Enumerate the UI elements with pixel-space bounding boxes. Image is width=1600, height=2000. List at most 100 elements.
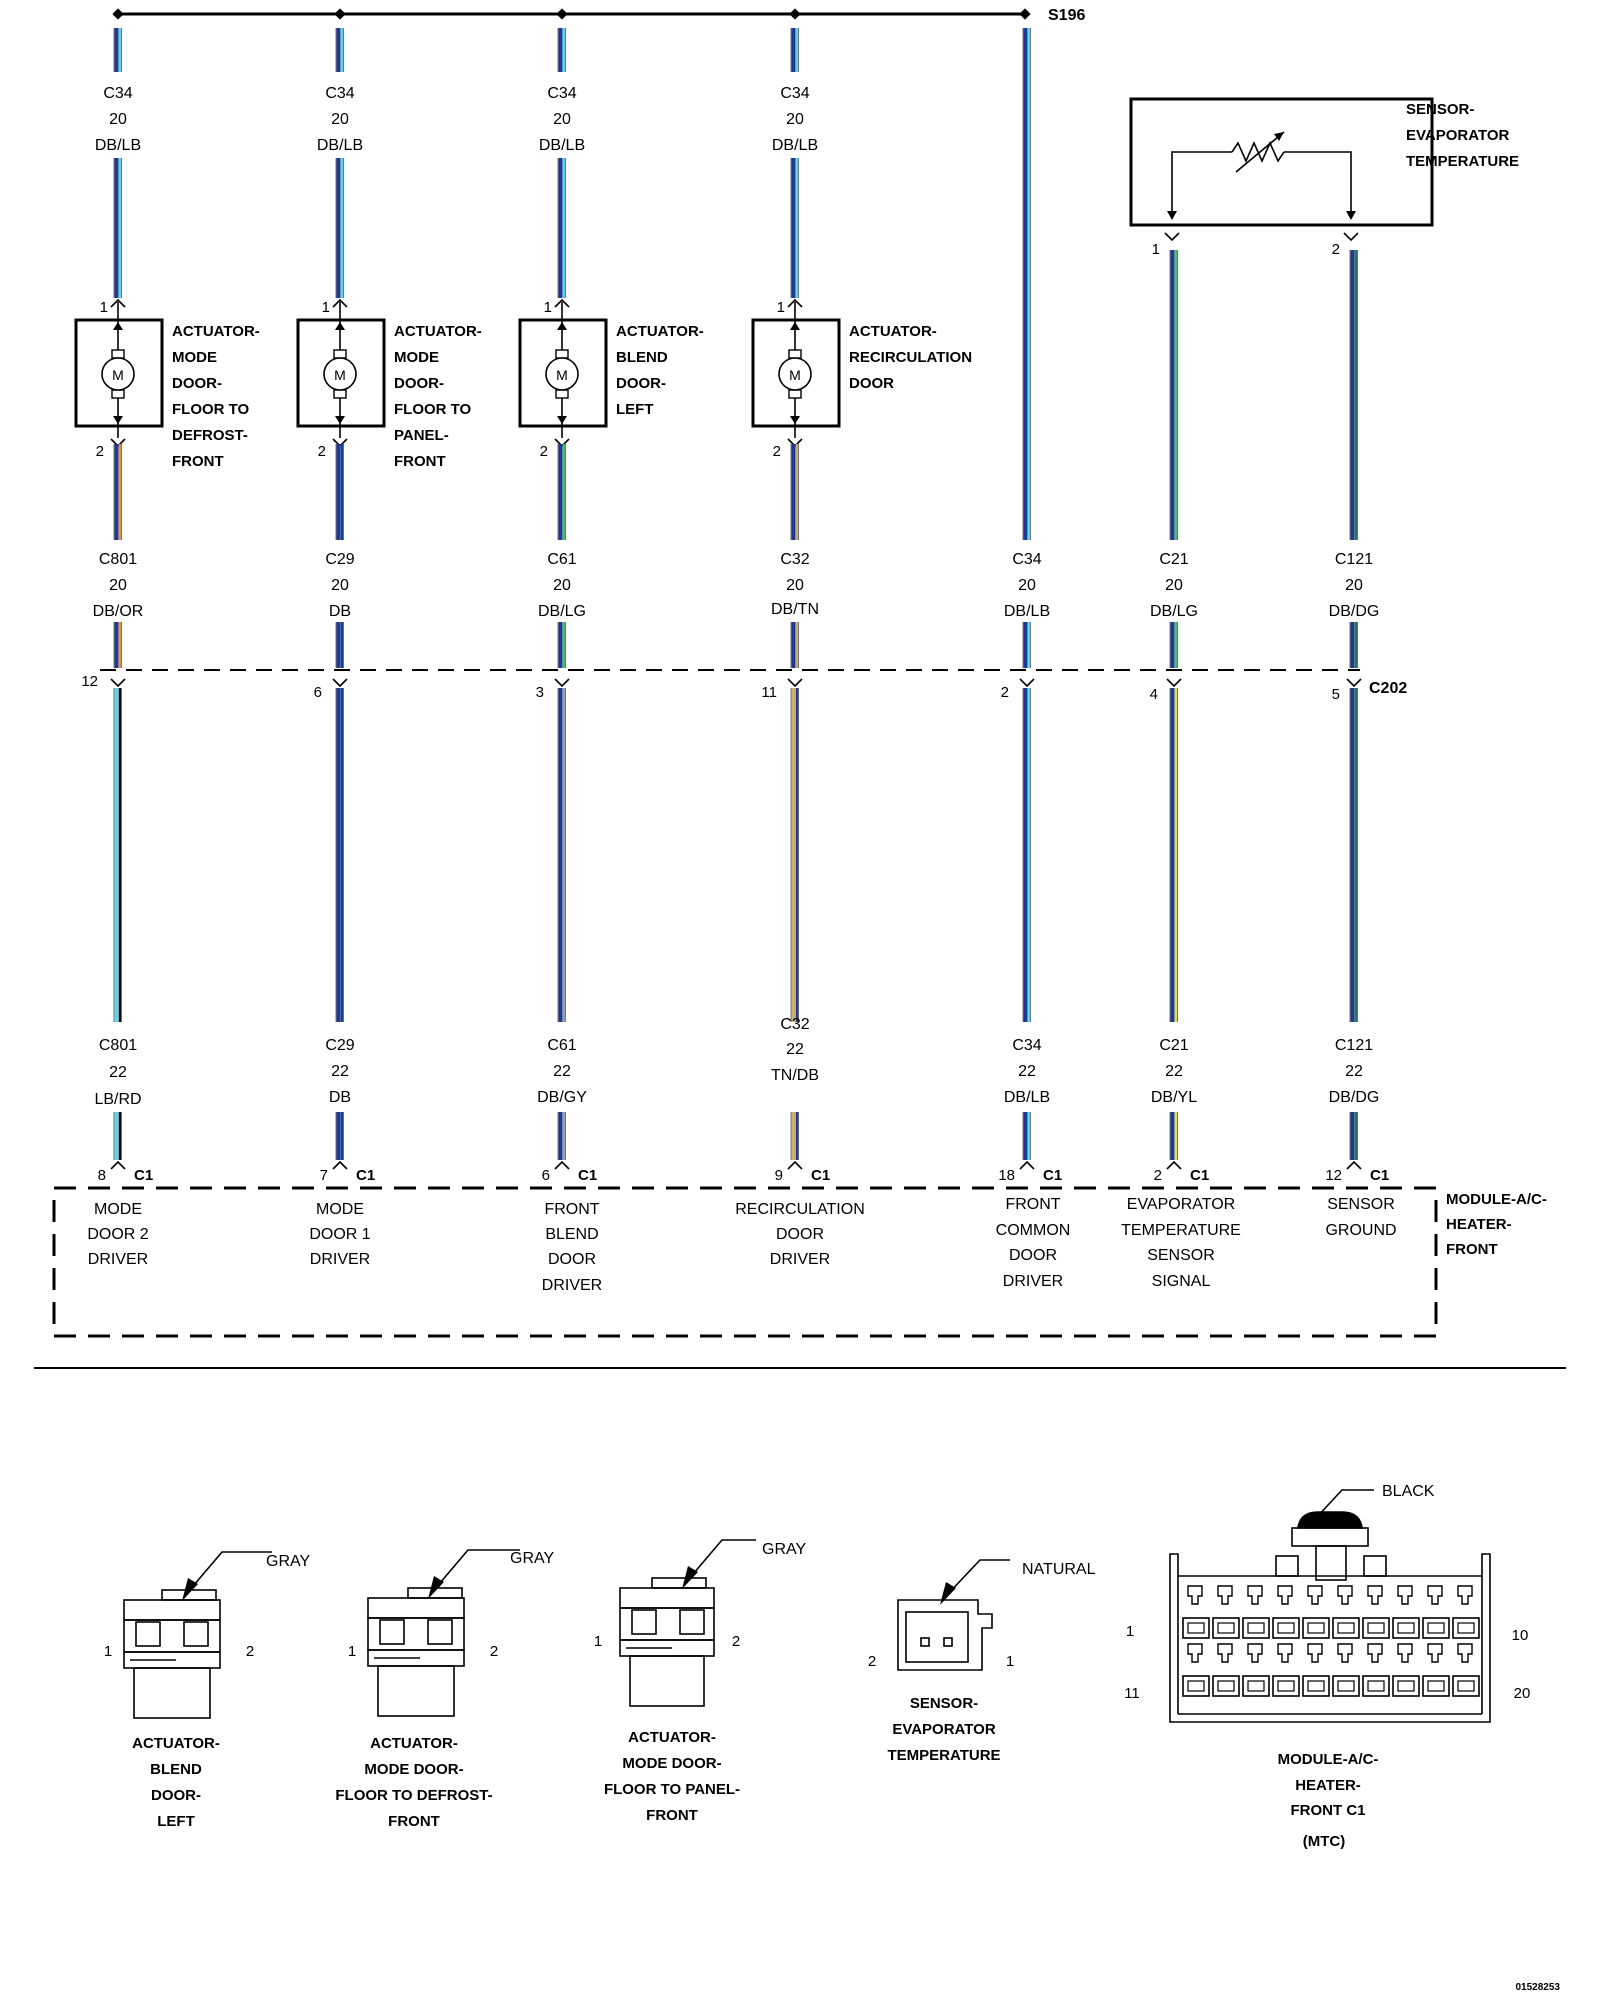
cavity (1272, 1617, 1300, 1639)
svg-text:22: 22 (1018, 1063, 1036, 1080)
svg-text:DOOR-: DOOR- (616, 375, 666, 392)
wire-sensor (1169, 250, 1178, 540)
module-function-label: EVAPORATOR TEMPERATURE SENSOR SIGNAL (1121, 1196, 1241, 1290)
wire-low (1022, 1112, 1031, 1160)
terminal-icon (554, 678, 570, 688)
svg-text:C61: C61 (547, 1037, 576, 1054)
svg-text:C121: C121 (1335, 551, 1373, 568)
svg-text:MODULE-A/C-: MODULE-A/C- (1278, 1751, 1379, 1768)
connector-name: ACTUATOR- BLEND DOOR- LEFT (132, 1735, 220, 1830)
svg-text:20: 20 (1165, 577, 1183, 594)
wire-mid (557, 444, 566, 540)
svg-text:TEMPERATURE: TEMPERATURE (1121, 1222, 1241, 1239)
wire-mid (1169, 622, 1178, 668)
wire-low (557, 688, 566, 1022)
c1-label: C1 (1190, 1167, 1209, 1184)
svg-text:EVAPORATOR: EVAPORATOR (1127, 1196, 1235, 1213)
connector-color-label: NATURAL (1022, 1561, 1096, 1578)
cavity (1302, 1617, 1330, 1639)
module-function-label: FRONT BLEND DOOR DRIVER (542, 1201, 602, 1294)
motor-symbol: M (556, 367, 568, 383)
svg-text:C21: C21 (1159, 1037, 1188, 1054)
svg-text:DB/LG: DB/LG (1150, 603, 1198, 620)
wire-mid (557, 622, 566, 668)
terminal-icon (332, 1160, 348, 1170)
svg-text:2: 2 (490, 1643, 498, 1660)
svg-text:ACTUATOR-: ACTUATOR- (172, 323, 260, 340)
cavity (1212, 1617, 1240, 1639)
mid-wire-label: C29 20 DB (325, 551, 354, 620)
svg-text:C21: C21 (1159, 551, 1188, 568)
terminal-icon (1019, 1160, 1035, 1170)
cavity (1212, 1675, 1240, 1697)
c1-label: C1 (1370, 1167, 1389, 1184)
mid-wire-label: C121 20 DB/DG (1329, 551, 1380, 620)
svg-text:11: 11 (1124, 1685, 1140, 1702)
actuator-motor-box: M (296, 302, 386, 438)
svg-text:SENSOR: SENSOR (1147, 1247, 1215, 1264)
wire-low (790, 1112, 799, 1160)
svg-text:SENSOR: SENSOR (1327, 1196, 1395, 1213)
terminal-icon (1247, 1643, 1263, 1663)
wire-sensor (1349, 250, 1358, 540)
svg-text:12: 12 (1325, 1167, 1342, 1184)
terminal-icon (1277, 1585, 1293, 1605)
wire-top (557, 28, 566, 72)
svg-text:1: 1 (1126, 1623, 1134, 1640)
svg-text:C29: C29 (325, 551, 354, 568)
connector-name: ACTUATOR- MODE DOOR- FLOOR TO DEFROST- F… (335, 1735, 492, 1830)
low-wire-label: C21 22 DB/YL (1151, 1037, 1197, 1106)
terminal-icon (1337, 1585, 1353, 1605)
svg-text:DB: DB (329, 1089, 351, 1106)
c202-label: C202 (1369, 680, 1407, 697)
svg-text:2: 2 (868, 1653, 876, 1670)
svg-text:SENSOR-: SENSOR- (1406, 101, 1474, 118)
wire-mid (1022, 622, 1031, 668)
svg-text:2: 2 (96, 443, 104, 460)
svg-text:HEATER-: HEATER- (1295, 1777, 1361, 1794)
cavity (1392, 1675, 1420, 1697)
svg-text:DB/GY: DB/GY (537, 1089, 587, 1106)
wire-top (790, 28, 799, 72)
svg-text:2: 2 (540, 443, 548, 460)
terminal-icon (1166, 1160, 1182, 1170)
svg-text:C801: C801 (99, 1037, 137, 1054)
svg-text:SIGNAL: SIGNAL (1152, 1273, 1211, 1290)
svg-text:C61: C61 (547, 551, 576, 568)
wire-low (1022, 688, 1031, 1022)
figure-id: 01528253 (1516, 1982, 1561, 1993)
terminal-icon (554, 298, 570, 308)
actuator-motor-box: M (751, 302, 841, 438)
module-function-label: MODE DOOR 2 DRIVER (87, 1201, 148, 1268)
svg-text:FRONT C1: FRONT C1 (1291, 1802, 1366, 1819)
wire-low (1169, 688, 1178, 1022)
svg-text:22: 22 (1165, 1063, 1183, 1080)
wire-top (335, 158, 344, 298)
module-function-label: MODE DOOR 1 DRIVER (309, 1201, 370, 1268)
svg-text:BLEND: BLEND (150, 1761, 202, 1778)
svg-text:8: 8 (98, 1167, 106, 1184)
svg-text:DRIVER: DRIVER (770, 1251, 830, 1268)
terminal-icon (1343, 232, 1359, 242)
terminal-icon (1457, 1585, 1473, 1605)
actuator-label: ACTUATOR- MODE DOOR- FLOOR TO PANEL- FRO… (394, 323, 482, 470)
cavity (1332, 1675, 1360, 1697)
svg-text:FLOOR TO: FLOOR TO (394, 401, 472, 418)
terminal-icon (1187, 1585, 1203, 1605)
svg-text:2: 2 (246, 1643, 254, 1660)
motor-icon (323, 357, 357, 391)
wire-c34 (1022, 28, 1031, 540)
terminal-icon (110, 678, 126, 688)
svg-text:DB/LB: DB/LB (1004, 1089, 1050, 1106)
connector-color-label: GRAY (266, 1553, 310, 1570)
connector-name: SENSOR- EVAPORATOR TEMPERATURE (887, 1695, 1000, 1764)
c1-label: C1 (134, 1167, 153, 1184)
svg-text:2: 2 (318, 443, 326, 460)
svg-text:DRIVER: DRIVER (88, 1251, 148, 1268)
low-wire-label: C32 22 TN/DB (771, 1016, 819, 1084)
svg-text:TN/DB: TN/DB (771, 1067, 819, 1084)
svg-text:PANEL-: PANEL- (394, 427, 449, 444)
svg-text:1: 1 (544, 299, 552, 316)
svg-text:2: 2 (1001, 684, 1009, 701)
svg-text:FRONT: FRONT (388, 1813, 440, 1830)
